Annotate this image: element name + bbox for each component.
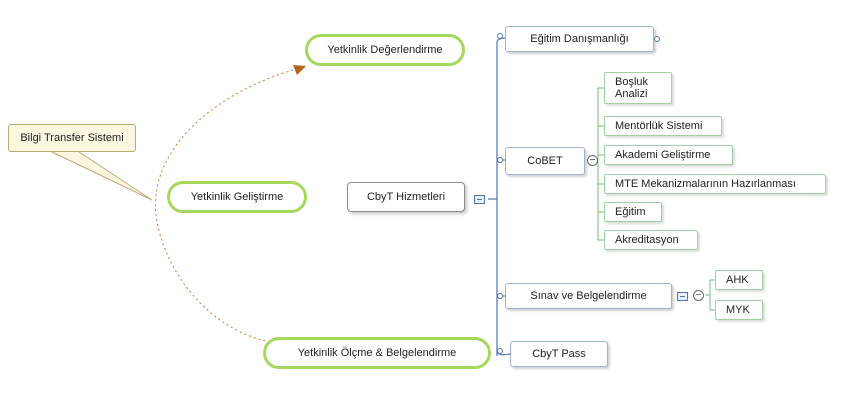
subtopic-label: Mentörlük Sistemi xyxy=(615,120,703,132)
subtopic-egitim[interactable]: Eğitim xyxy=(604,202,662,222)
topic-sinav-ve-belgelendirme[interactable]: Sınav ve Belgelendirme xyxy=(505,283,672,309)
topic-label: Yetkinlik Ölçme & Belgelendirme xyxy=(297,347,457,359)
center-node-label: CbyT Hizmetleri xyxy=(366,191,446,203)
knob-cobet[interactable] xyxy=(497,157,503,163)
subtopic-label: MTE Mekanizmalarının Hazırlanması xyxy=(615,178,796,190)
callout-label: Bilgi Transfer Sistemi xyxy=(20,132,124,144)
topic-label: Sınav ve Belgelendirme xyxy=(530,290,647,302)
knob-cbyt-pass[interactable] xyxy=(497,348,503,354)
knob-egitim-danismanligi[interactable] xyxy=(497,33,503,39)
topic-label: Yetkinlik Değerlendirme xyxy=(327,44,443,56)
topic-yetkinlik-gelistirme[interactable]: Yetkinlik Geliştirme xyxy=(167,181,307,213)
note-icon-sinav[interactable] xyxy=(677,292,688,301)
knob-sinav[interactable] xyxy=(497,293,503,299)
topic-label: Eğitim Danışmanlığı xyxy=(530,33,629,45)
subtopic-akademi-gelistirme[interactable]: Akademi Geliştirme xyxy=(604,145,733,165)
subtopic-label: AHK xyxy=(726,274,749,286)
subtopic-akreditasyon[interactable]: Akreditasyon xyxy=(604,230,698,250)
callout-bilgi-transfer-sistemi[interactable]: Bilgi Transfer Sistemi xyxy=(8,124,136,152)
subtopic-label: MYK xyxy=(726,304,750,316)
subtopic-label: Eğitim xyxy=(615,206,646,218)
knob-egitim-right[interactable] xyxy=(654,36,660,42)
topic-cbyt-pass[interactable]: CbyT Pass xyxy=(510,341,608,367)
subtopic-label: Akreditasyon xyxy=(615,234,679,246)
collapse-toggle-cobet[interactable]: − xyxy=(587,155,598,166)
collapse-toggle-sinav[interactable]: − xyxy=(693,290,704,301)
subtopic-label: Boşluk Analizi xyxy=(615,76,649,100)
topic-label: CoBET xyxy=(527,155,563,167)
topic-yetkinlik-olcme-belgelendirme[interactable]: Yetkinlik Ölçme & Belgelendirme xyxy=(263,337,491,369)
subtopic-label: Akademi Geliştirme xyxy=(615,149,711,161)
subtopic-bosluk-analizi[interactable]: Boşluk Analizi xyxy=(604,72,672,104)
connector-spine-egitim-danismanligi xyxy=(496,37,506,43)
arrow-head xyxy=(293,65,306,75)
topic-egitim-danismanligi[interactable]: Eğitim Danışmanlığı xyxy=(505,26,654,52)
center-node[interactable]: CbyT Hizmetleri xyxy=(347,182,465,212)
topic-yetkinlik-degerlendirme[interactable]: Yetkinlik Değerlendirme xyxy=(305,34,465,66)
connector-sinav-children xyxy=(705,279,715,311)
callout-tail xyxy=(47,149,153,201)
note-icon[interactable] xyxy=(474,195,485,204)
subtopic-mte-mekanizmalari[interactable]: MTE Mekanizmalarının Hazırlanması xyxy=(604,174,826,194)
subtopic-ahk[interactable]: AHK xyxy=(715,270,763,290)
topic-cobet[interactable]: CoBET xyxy=(505,147,585,175)
dotted-arrow-curve xyxy=(154,67,301,343)
subtopic-myk[interactable]: MYK xyxy=(715,300,763,320)
subtopic-mentorluk-sistemi[interactable]: Mentörlük Sistemi xyxy=(604,116,722,136)
topic-label: CbyT Pass xyxy=(532,348,586,360)
topic-label: Yetkinlik Geliştirme xyxy=(190,191,284,203)
